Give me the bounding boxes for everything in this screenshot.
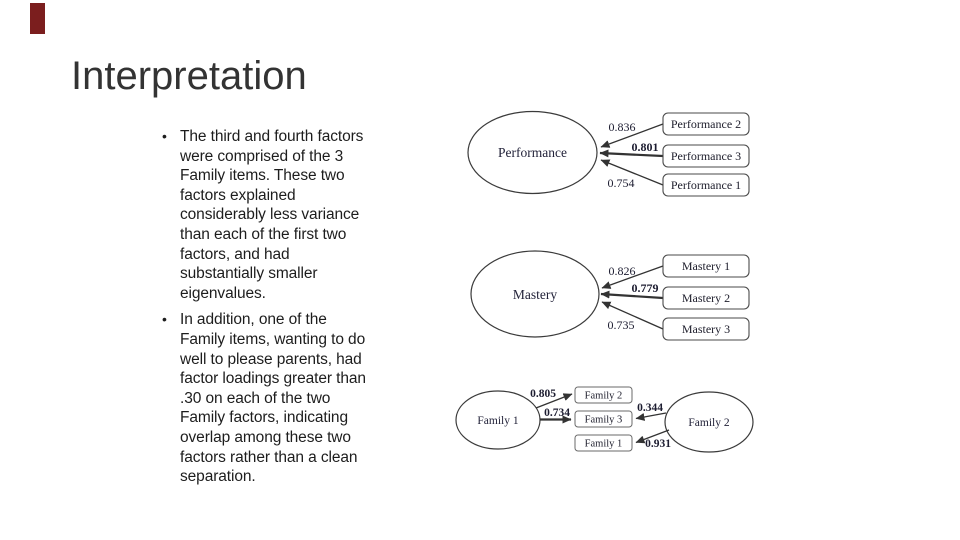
indicator-box — [662, 317, 750, 341]
indicator-box — [574, 410, 633, 428]
loading-arrow — [535, 393, 573, 409]
loading-arrow — [600, 123, 664, 148]
loading-arrow — [635, 412, 667, 421]
loading-value: 0.801 — [632, 140, 659, 154]
loading-value: 0.344 — [637, 402, 663, 414]
loading-arrow — [600, 290, 664, 300]
loading-arrow — [600, 159, 664, 186]
indicator-box — [662, 144, 750, 168]
loading-value: 0.735 — [608, 318, 635, 332]
indicator-box — [662, 286, 750, 310]
indicator-label: Mastery 1 — [682, 259, 730, 273]
bullet-item: • In addition, one of the Family items, … — [162, 310, 418, 486]
loading-value: 0.931 — [645, 438, 671, 450]
indicator-label: Family 2 — [585, 391, 623, 402]
indicator-box — [662, 112, 750, 136]
indicator-box — [574, 434, 633, 452]
loading-value: 0.779 — [632, 281, 659, 295]
loading-value: 0.805 — [530, 388, 556, 400]
slide-title: Interpretation — [71, 54, 307, 98]
factor-label: Family 1 — [477, 415, 518, 427]
indicator-box — [662, 173, 750, 197]
factor-label: Performance — [498, 145, 567, 160]
family-section: Family 1 Family 2 0.805 0.734 0.344 0.93… — [455, 386, 754, 453]
loading-value: 0.734 — [544, 407, 570, 419]
indicator-label: Mastery 3 — [682, 322, 730, 336]
indicator-box — [662, 254, 750, 278]
indicator-label: Performance 3 — [671, 149, 741, 163]
indicator-box — [574, 386, 633, 404]
indicator-label: Performance 2 — [671, 117, 741, 131]
loading-value: 0.836 — [609, 120, 636, 134]
performance-section: Performance 0.836 0.801 0.754 Performanc… — [467, 110, 750, 197]
indicator-label: Performance 1 — [671, 178, 741, 192]
family2-factor-ellipse — [664, 391, 754, 453]
loading-arrow — [601, 265, 664, 289]
bullet-list: • The third and fourth factors were comp… — [162, 127, 418, 494]
loading-arrow — [599, 149, 664, 158]
mastery-factor-ellipse — [470, 250, 600, 338]
bullet-marker: • — [162, 128, 167, 144]
factor-label: Mastery — [513, 287, 557, 302]
factor-loading-diagram: Performance 0.836 0.801 0.754 Performanc… — [455, 110, 754, 453]
mastery-section: Mastery 0.826 0.779 0.735 Mastery 1 Mast… — [470, 250, 750, 341]
bullet-item: • The third and fourth factors were comp… — [162, 127, 418, 303]
loading-value: 0.826 — [609, 264, 636, 278]
indicator-label: Family 1 — [585, 439, 623, 450]
indicator-label: Family 3 — [585, 415, 623, 426]
indicator-label: Mastery 2 — [682, 291, 730, 305]
bullet-text: The third and fourth factors were compri… — [180, 128, 364, 302]
factor-label: Family 2 — [688, 417, 729, 429]
brand-accent-bar — [30, 3, 45, 34]
bullet-text: In addition, one of the Family items, wa… — [180, 311, 366, 486]
loading-arrow — [635, 429, 670, 444]
performance-factor-ellipse — [467, 110, 598, 195]
loading-value: 0.754 — [608, 176, 635, 190]
loading-arrow — [601, 301, 664, 330]
bullet-marker: • — [162, 311, 167, 328]
